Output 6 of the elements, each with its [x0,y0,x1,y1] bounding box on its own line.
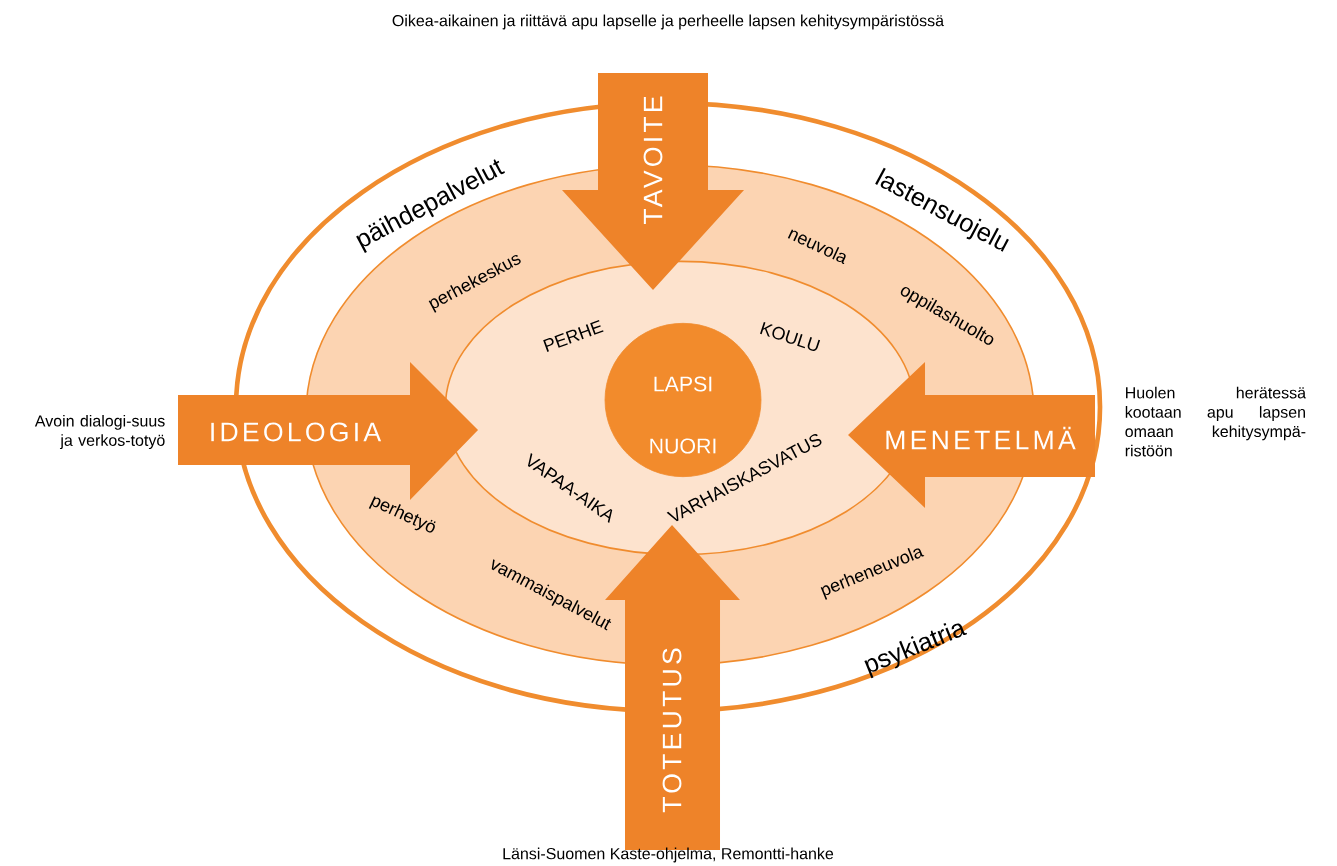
ring-label: KOULU [760,322,821,351]
caption: Länsi-Suomen Kaste-ohjelma, Remontti-hanke [503,847,834,863]
side-note: Avoin dialogi-suus ja verkos-totyö [34,414,165,450]
side-note: Huolen herätessä kootaan apu lapsen omaan kehitysympä-ristöön [1125,386,1307,457]
ring-label: LAPSI [654,376,712,392]
side-note: Oikea-aikainen ja riittävä apu lapselle ja perheelle lapsen kehitysympäristössä [392,14,944,30]
